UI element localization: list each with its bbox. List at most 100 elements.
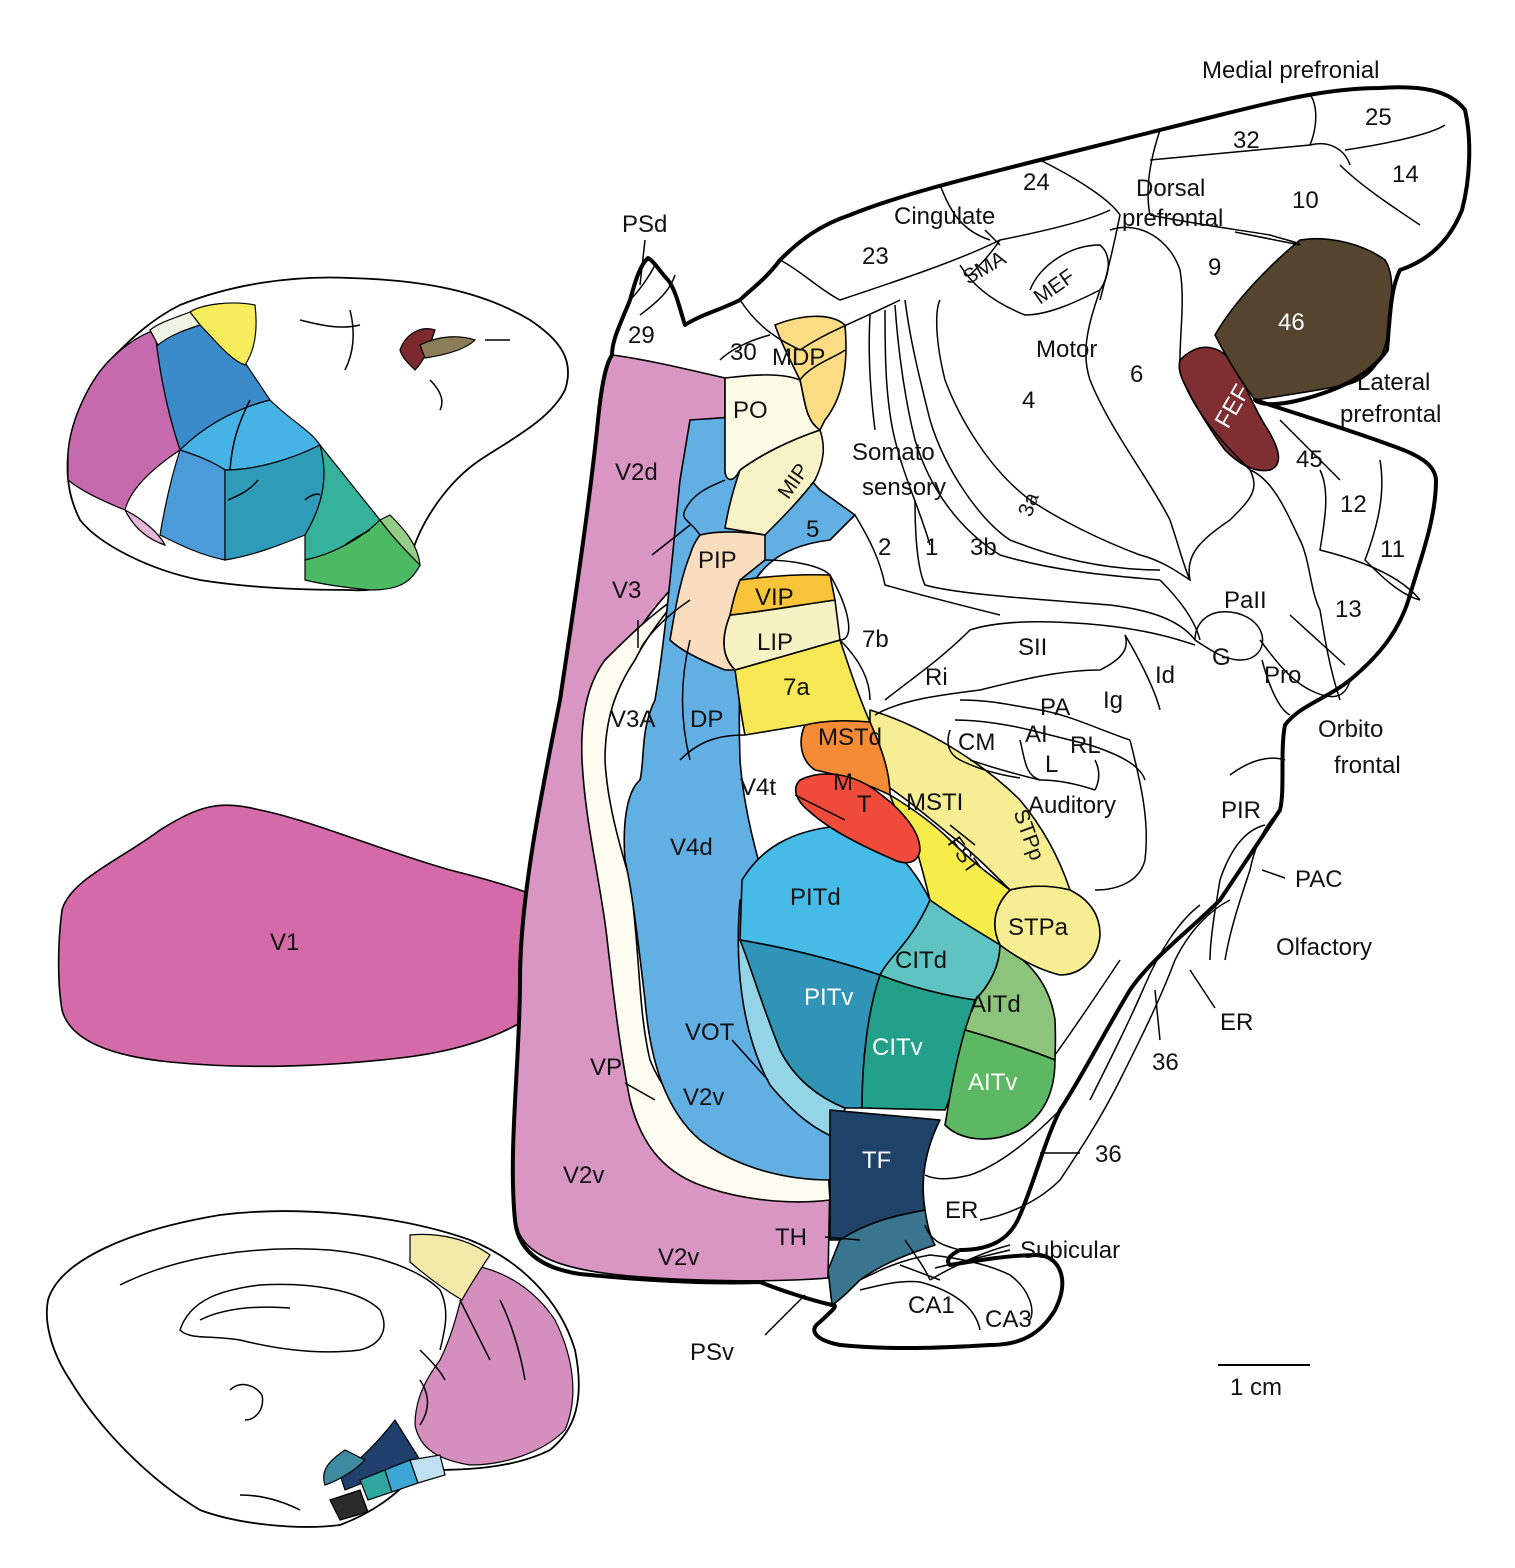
label-PO: PO: [733, 397, 768, 424]
label-AITv: AITv: [968, 1069, 1017, 1096]
label-12: 12: [1340, 491, 1367, 518]
label-sensory: sensory: [862, 474, 946, 501]
medial-brain-inset: [45, 1210, 580, 1528]
label-V2v-lower: V2v: [658, 1244, 699, 1271]
label-Id: Id: [1155, 662, 1175, 689]
label-CM: CM: [958, 729, 995, 756]
label-somato: Somato: [852, 439, 935, 466]
leader-lines: [624, 229, 1346, 1366]
label-PSv: PSv: [690, 1339, 734, 1366]
label-cingulate: Cingulate: [894, 203, 995, 230]
label-PAC: PAC: [1295, 866, 1343, 893]
area-MDP: [774, 315, 847, 431]
label-Ig: Ig: [1103, 687, 1123, 714]
label-VOT: VOT: [685, 1019, 735, 1046]
flat-map-outline: [510, 85, 1472, 1351]
label-14: 14: [1392, 161, 1419, 188]
label-PITv: PITv: [804, 984, 853, 1011]
label-ER-upper: ER: [1220, 1009, 1253, 1036]
label-T: T: [857, 791, 872, 818]
label-2: 2: [878, 534, 891, 561]
label-frontal: frontal: [1334, 752, 1401, 779]
label-auditory: Auditory: [1028, 792, 1116, 819]
label-36-lower: 36: [1095, 1141, 1122, 1168]
label-prefrontal-lateral: prefrontal: [1340, 401, 1441, 428]
label-SMA: SMA: [959, 247, 1010, 290]
label-subicular: Subicular: [1020, 1237, 1120, 1264]
label-VP: VP: [590, 1054, 622, 1081]
label-CA3: CA3: [985, 1306, 1032, 1333]
area-TH: [827, 1209, 936, 1306]
label-TF: TF: [862, 1147, 891, 1174]
label-STPa: STPa: [1008, 914, 1069, 941]
label-PITd: PITd: [790, 884, 841, 911]
label-V1: V1: [270, 929, 299, 956]
label-orbito: Orbito: [1318, 716, 1383, 743]
label-MSTd: MSTd: [818, 724, 882, 751]
label-PSd: PSd: [622, 211, 667, 238]
label-LIP: LIP: [757, 629, 793, 656]
label-MSTI: MSTI: [906, 789, 963, 816]
label-SII: SII: [1018, 634, 1047, 661]
label-dorsal: Dorsal: [1136, 175, 1205, 202]
label-11: 11: [1380, 536, 1405, 563]
label-V2v-inner: V2v: [683, 1084, 724, 1111]
label-24: 24: [1023, 169, 1050, 196]
label-Pro: Pro: [1264, 662, 1301, 689]
area-V1: [57, 804, 585, 1068]
label-VIP: VIP: [755, 584, 794, 611]
label-6: 6: [1130, 361, 1143, 388]
label-ER-lower: ER: [945, 1197, 978, 1224]
label-G: G: [1212, 644, 1231, 671]
label-L: L: [1045, 751, 1058, 778]
boundary-lines: [629, 94, 1446, 1331]
label-PIP: PIP: [698, 547, 737, 574]
label-CITv: CITv: [872, 1034, 923, 1061]
label-medial-prefrontal: Medial prefronial: [1202, 57, 1379, 84]
label-13: 13: [1335, 596, 1362, 623]
area-MT: [794, 773, 921, 864]
scale-bar-label: 1 cm: [1230, 1374, 1282, 1401]
label-DP: DP: [690, 706, 723, 733]
label-45: 45: [1296, 446, 1323, 473]
label-olfactory: Olfactory: [1276, 934, 1372, 961]
label-10: 10: [1292, 187, 1319, 214]
label-32: 32: [1233, 127, 1260, 154]
label-prefrontal-dorsal: prefrontal: [1122, 205, 1223, 232]
label-CA1: CA1: [908, 1292, 955, 1319]
label-RL: RL: [1070, 732, 1101, 759]
label-5: 5: [806, 516, 819, 543]
label-TH: TH: [775, 1224, 807, 1251]
label-PIR: PIR: [1221, 797, 1261, 824]
label-46: 46: [1278, 309, 1305, 336]
label-30: 30: [730, 339, 757, 366]
label-3a: 3a: [1014, 489, 1044, 519]
label-23: 23: [862, 243, 889, 270]
label-29: 29: [628, 322, 655, 349]
area-V3: [580, 594, 831, 1203]
label-V2v-middle: V2v: [563, 1162, 604, 1189]
label-PA: PA: [1040, 694, 1070, 721]
label-Ri: Ri: [925, 664, 948, 691]
label-V4d: V4d: [670, 834, 713, 861]
label-M: M: [833, 769, 853, 796]
label-3b: 3b: [970, 534, 997, 561]
label-MDP: MDP: [772, 344, 825, 371]
area-AITv: [944, 1029, 1056, 1140]
label-7b: 7b: [862, 626, 889, 653]
label-motor: Motor: [1036, 336, 1097, 363]
label-AITd: AITd: [970, 991, 1021, 1018]
label-V3A: V3A: [610, 706, 655, 733]
label-36-upper: 36: [1152, 1049, 1179, 1076]
label-9: 9: [1208, 254, 1221, 281]
label-PaII: PaII: [1224, 587, 1267, 614]
label-7a: 7a: [783, 674, 810, 701]
label-V2d: V2d: [615, 459, 658, 486]
lateral-brain-inset: [66, 276, 569, 592]
label-4: 4: [1022, 387, 1035, 414]
label-V3: V3: [612, 577, 641, 604]
label-lateral: Lateral: [1357, 369, 1430, 396]
label-V4t: V4t: [740, 774, 776, 801]
